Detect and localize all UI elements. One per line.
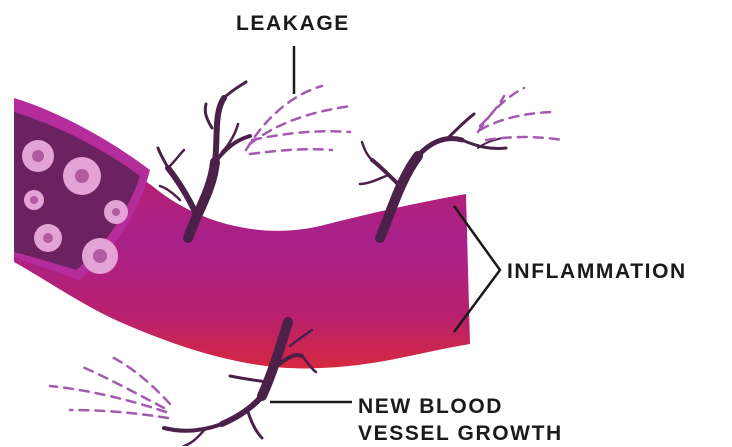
new-blood-vessel-label-line2: VESSEL GROWTH [358,420,563,447]
blood-cell-icon [22,140,54,172]
blood-cell-icon [63,157,101,195]
leakage-label: LEAKAGE [236,10,350,37]
blood-cell-icon [104,200,128,224]
blood-cell-icon [34,224,62,252]
blood-cell-icon [24,190,44,210]
blood-cell-icon [82,238,118,274]
leakage-spray-icon [50,356,170,418]
new-blood-vessel-growth-label: NEW BLOOD VESSEL GROWTH [358,393,563,447]
inflammation-label: INFLAMMATION [507,258,687,285]
leakage-spray-icon [478,88,562,140]
new-blood-vessel-label-line1: NEW BLOOD [358,393,563,420]
leakage-spray-icon [246,86,352,154]
